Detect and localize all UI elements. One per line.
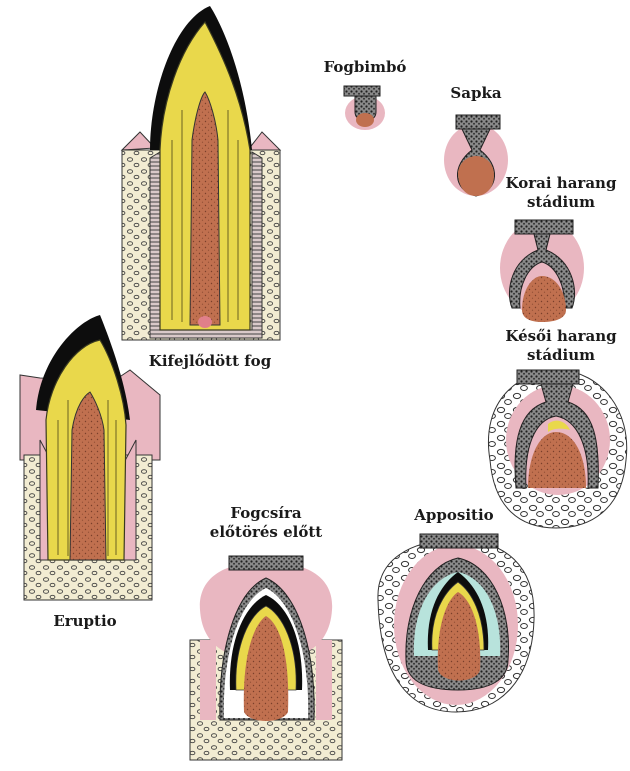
label-fogbimbo: Fogbimbó xyxy=(315,58,415,77)
apposition-illustration xyxy=(378,534,534,712)
early-bell-stage-illustration xyxy=(500,220,584,322)
tooth-germ-pre-eruption-illustration xyxy=(190,556,342,760)
label-kifejlodott-fog: Kifejlődött fog xyxy=(135,352,285,371)
label-appositio: Appositio xyxy=(404,506,504,525)
mature-tooth-illustration xyxy=(122,6,280,340)
label-sapka: Sapka xyxy=(436,84,516,103)
label-fogcsira: Fogcsíra előtörés előtt xyxy=(196,504,336,542)
label-kesoi-harang: Késői harang stádium xyxy=(497,327,625,365)
label-eruptio: Eruptio xyxy=(30,612,140,631)
bud-stage-illustration xyxy=(344,86,385,130)
late-bell-stage-illustration xyxy=(488,370,626,528)
label-korai-harang: Korai harang stádium xyxy=(497,174,625,212)
